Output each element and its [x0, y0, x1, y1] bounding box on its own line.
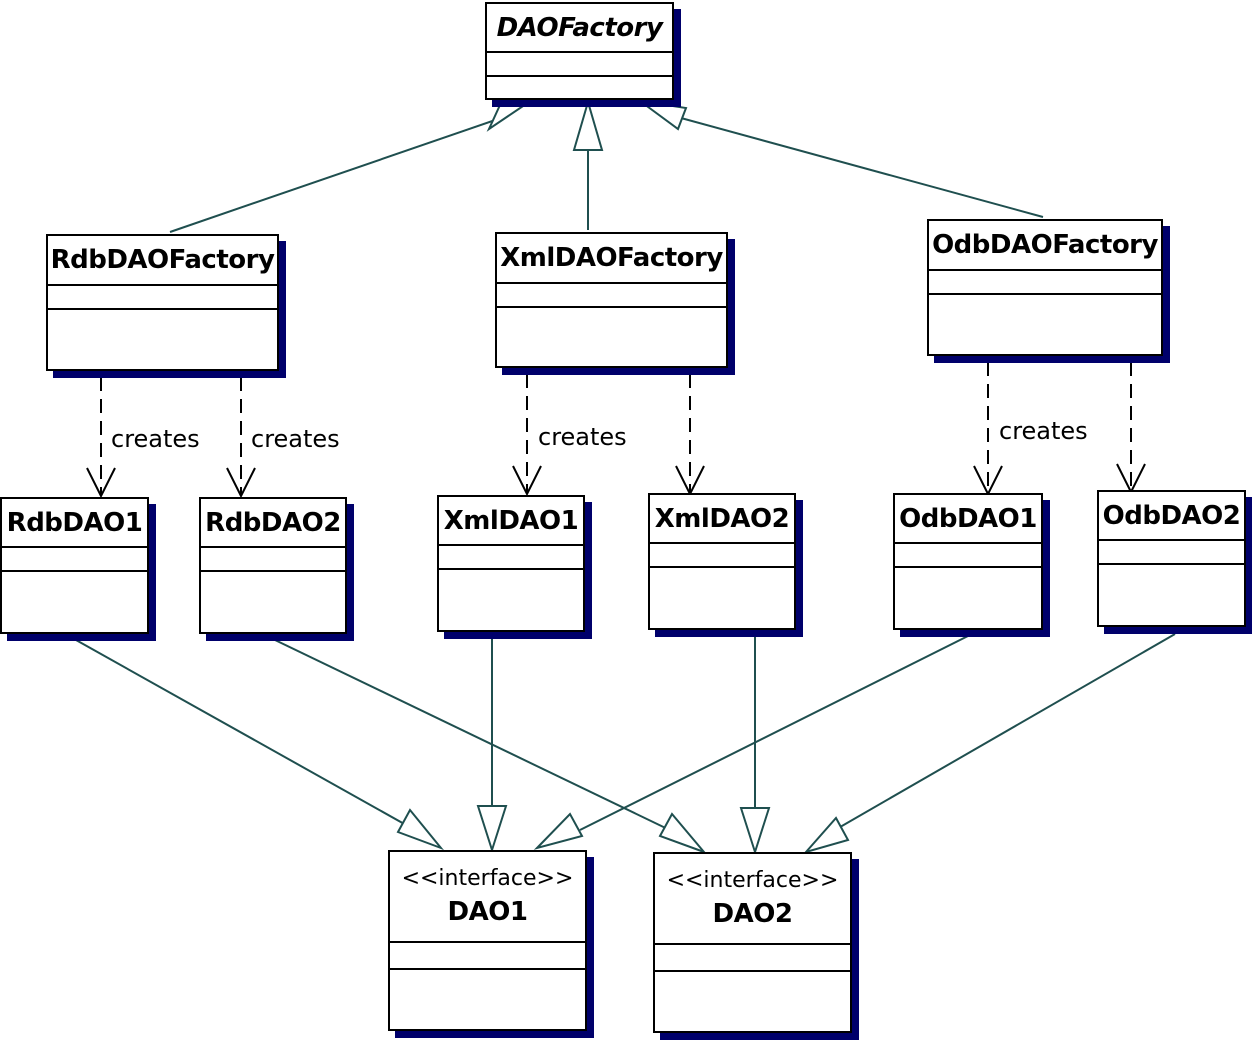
class-name: DAO2 — [712, 899, 793, 929]
operations-compartment — [650, 568, 794, 628]
class-name-compartment: XmlDAO1 — [439, 497, 583, 546]
class-box: <<interface>> DAO1 — [388, 850, 587, 1031]
class-box: OdbDAOFactory — [927, 219, 1163, 356]
generalization-line-rdb-factory — [169, 116, 505, 233]
creates-label: creates — [251, 425, 340, 453]
realization-arrowhead — [739, 807, 771, 856]
class-xml-dao2[interactable]: XmlDAO2 — [648, 493, 803, 637]
realization-arrowhead — [533, 812, 584, 850]
operations-compartment — [48, 310, 277, 369]
class-odb-dao-factory[interactable]: OdbDAOFactory — [927, 219, 1170, 363]
dependency-arrowhead — [226, 467, 256, 499]
class-name-compartment: RdbDAO1 — [2, 499, 147, 548]
class-box: OdbDAO2 — [1097, 490, 1246, 627]
attributes-compartment — [655, 945, 850, 972]
class-name-compartment: XmlDAOFactory — [497, 234, 726, 284]
operations-compartment — [1099, 565, 1244, 625]
class-name: OdbDAOFactory — [932, 230, 1158, 260]
dependency-arrowhead — [512, 465, 542, 497]
attributes-compartment — [201, 548, 345, 572]
class-name: OdbDAO2 — [1102, 500, 1241, 531]
realization-arrowhead — [396, 808, 445, 851]
class-name: RdbDAOFactory — [50, 245, 275, 275]
class-name-compartment: OdbDAO1 — [895, 495, 1041, 544]
class-name: OdbDAO1 — [899, 503, 1037, 534]
attributes-compartment — [487, 53, 672, 77]
attributes-compartment — [2, 548, 147, 572]
class-name: DAOFactory — [496, 12, 663, 43]
class-odb-dao2[interactable]: OdbDAO2 — [1097, 490, 1252, 634]
attributes-compartment — [439, 546, 583, 570]
operations-compartment — [439, 570, 583, 630]
realization-arrowhead — [802, 816, 850, 854]
realization-line-rdb-dao1 — [75, 639, 416, 831]
class-xml-dao1[interactable]: XmlDAO1 — [437, 495, 592, 639]
class-name-compartment: RdbDAO2 — [201, 499, 345, 548]
attributes-compartment — [895, 544, 1041, 568]
interface-dao2[interactable]: <<interface>> DAO2 — [653, 852, 859, 1040]
operations-compartment — [201, 572, 345, 632]
generalization-arrowhead — [572, 98, 604, 151]
realization-line-odb-dao1 — [579, 635, 969, 831]
class-box: XmlDAO1 — [437, 495, 585, 632]
operations-compartment — [390, 970, 585, 1029]
operations-compartment — [497, 308, 726, 366]
class-name-compartment: <<interface>> DAO2 — [655, 854, 850, 945]
operations-compartment — [2, 572, 147, 632]
class-name-compartment: OdbDAOFactory — [929, 221, 1161, 271]
class-name: RdbDAO2 — [205, 507, 341, 538]
stereotype-label: <<interface>> — [401, 866, 574, 891]
attributes-compartment — [650, 544, 794, 568]
attributes-compartment — [48, 286, 277, 310]
operations-compartment — [487, 77, 672, 98]
generalization-line-odb-factory — [669, 114, 1044, 218]
class-rdb-dao1[interactable]: RdbDAO1 — [0, 497, 156, 641]
stereotype-label: <<interface>> — [666, 868, 839, 893]
operations-compartment — [655, 972, 850, 1031]
class-odb-dao1[interactable]: OdbDAO1 — [893, 493, 1050, 637]
class-name: XmlDAOFactory — [500, 243, 723, 273]
class-rdb-dao2[interactable]: RdbDAO2 — [199, 497, 354, 641]
class-box: RdbDAOFactory — [46, 234, 279, 371]
dependency-arrowhead — [86, 467, 116, 499]
class-box: RdbDAO1 — [0, 497, 149, 634]
realization-line-odb-dao2 — [827, 633, 1176, 835]
class-box: XmlDAOFactory — [495, 232, 728, 368]
class-box: RdbDAO2 — [199, 497, 347, 634]
class-box: OdbDAO1 — [893, 493, 1043, 630]
realization-line-rdb-dao2 — [274, 639, 679, 835]
class-name-compartment: RdbDAOFactory — [48, 236, 277, 286]
class-box: DAOFactory — [485, 2, 674, 100]
interface-dao1[interactable]: <<interface>> DAO1 — [388, 850, 594, 1038]
attributes-compartment — [390, 943, 585, 970]
attributes-compartment — [929, 271, 1161, 295]
class-name: RdbDAO1 — [6, 507, 143, 538]
creates-label: creates — [111, 425, 200, 453]
class-name-compartment: DAOFactory — [487, 4, 672, 53]
operations-compartment — [929, 295, 1161, 354]
class-name: XmlDAO2 — [654, 503, 790, 534]
class-dao-factory[interactable]: DAOFactory — [485, 2, 681, 107]
class-box: XmlDAO2 — [648, 493, 796, 630]
class-rdb-dao-factory[interactable]: RdbDAOFactory — [46, 234, 286, 378]
attributes-compartment — [1099, 541, 1244, 565]
class-name-compartment: XmlDAO2 — [650, 495, 794, 544]
class-box: <<interface>> DAO2 — [653, 852, 852, 1033]
realization-arrowhead — [476, 805, 508, 854]
creates-label: creates — [999, 417, 1088, 445]
class-xml-dao-factory[interactable]: XmlDAOFactory — [495, 232, 735, 375]
realization-arrowhead — [658, 812, 708, 855]
class-name: DAO1 — [447, 897, 528, 927]
operations-compartment — [895, 568, 1041, 628]
attributes-compartment — [497, 284, 726, 308]
class-name: XmlDAO1 — [443, 505, 579, 536]
class-name-compartment: OdbDAO2 — [1099, 492, 1244, 541]
class-name-compartment: <<interface>> DAO1 — [390, 852, 585, 943]
creates-label: creates — [538, 423, 627, 451]
